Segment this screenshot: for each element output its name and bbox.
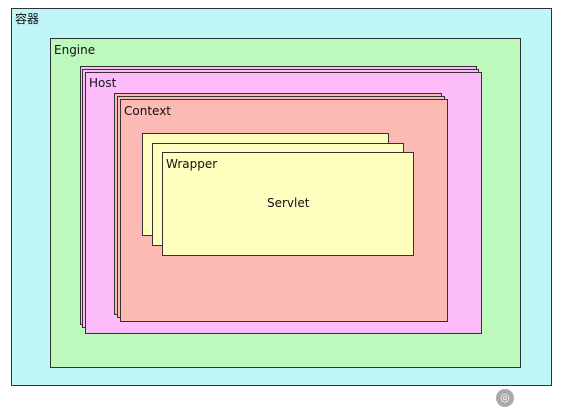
container-label: 容器 (15, 12, 40, 26)
wrapper-label: Wrapper (166, 157, 218, 171)
engine-label: Engine (54, 43, 96, 57)
context-label: Context (124, 104, 172, 118)
chat-bubble-icon: ◎ (495, 389, 514, 407)
watermark-text: 悟空问答 (517, 389, 578, 407)
watermark: ◎ 悟空问答 (495, 389, 578, 407)
host-label: Host (89, 76, 117, 90)
wrapper-box (162, 152, 414, 256)
servlet-label: Servlet (267, 196, 310, 210)
